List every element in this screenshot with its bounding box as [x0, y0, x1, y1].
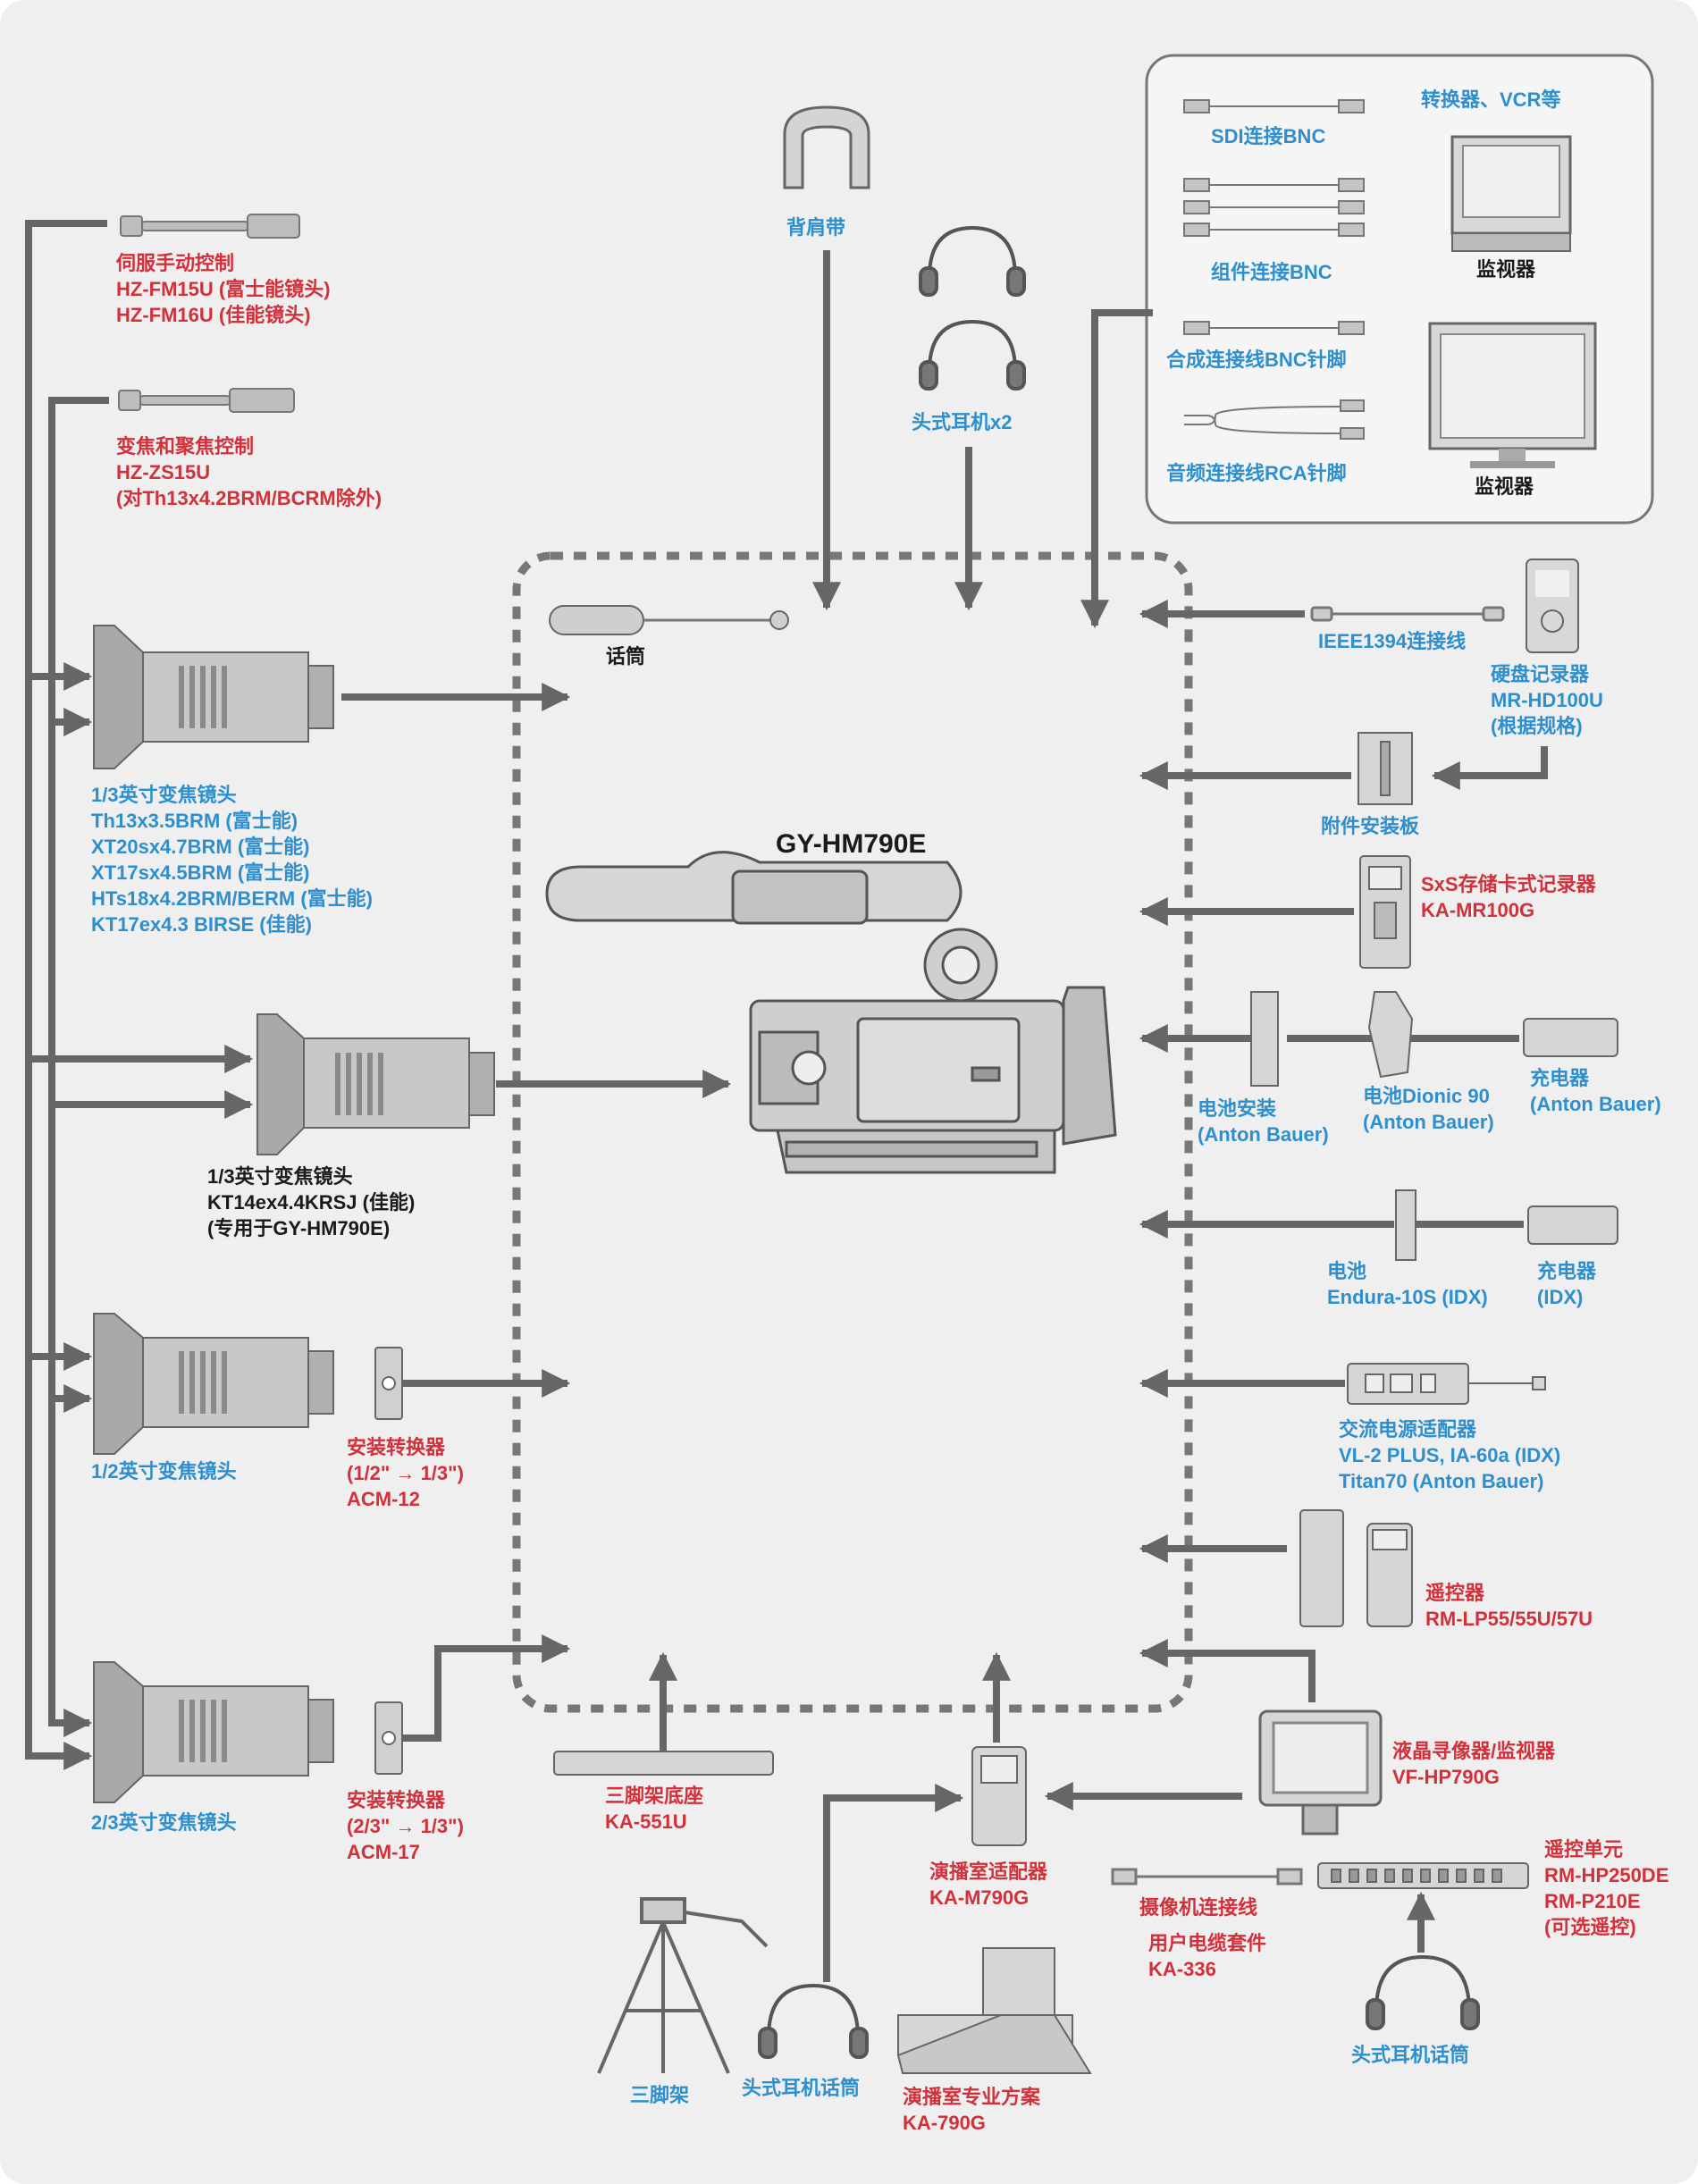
- shoulder-pad-label: 背肩带: [786, 216, 846, 239]
- lens-1-3-canon-icon: [256, 1013, 495, 1155]
- adapter-2-3-icon: [374, 1701, 403, 1775]
- ac-adapter-label: 交流电源适配器 VL-2 PLUS, IA-60a (IDX) Titan70 …: [1339, 1418, 1561, 1493]
- camera-cable-icon: [1111, 1868, 1303, 1886]
- remote-control-label: 遥控器 RM-LP55/55U/57U: [1425, 1582, 1593, 1631]
- charger-idx-icon: [1527, 1205, 1618, 1245]
- zoom-focus-control-label: 变焦和聚焦控制 HZ-ZS15U (对Th13x4.2BRM/BCRM除外): [116, 435, 382, 510]
- camera-model-title: GY-HM790E: [776, 829, 927, 859]
- tripod-adapter-icon: [553, 1751, 774, 1776]
- monitor-1-label: 监视器: [1476, 258, 1536, 281]
- headphone-icon-2: [919, 319, 1026, 391]
- lens-1-2-icon: [93, 1313, 334, 1455]
- bracket-label: 附件安装板: [1321, 815, 1420, 837]
- charger-idx-label: 充电器 (IDX): [1537, 1260, 1597, 1309]
- sdi-cable-label: SDI连接BNC: [1211, 125, 1326, 147]
- headset-to-studio-adapter: [823, 1784, 964, 1982]
- studio-kit-icon: [896, 1947, 1092, 2074]
- zoom-cable-icon: [118, 388, 295, 413]
- microphone-label: 话筒: [606, 645, 646, 668]
- headset-mic-label: 头式耳机话筒: [742, 2077, 861, 2099]
- hdd-recorder-label: 硬盘记录器 MR-HD100U (根据规格): [1491, 663, 1603, 738]
- headset-icon-bottom: [758, 1983, 869, 2059]
- headphones-label: 头式耳机x2: [912, 411, 1013, 433]
- component-cable-label: 组件连接BNC: [1211, 261, 1332, 283]
- battery-idx-label: 电池 Endura-10S (IDX): [1327, 1260, 1488, 1309]
- headphone-icon-1: [919, 225, 1026, 297]
- lens-2-3-label: 2/3英寸变焦镜头: [91, 1811, 237, 1834]
- battery-dionic-label: 电池Dionic 90 (Anton Bauer): [1363, 1085, 1494, 1134]
- studio-adapter-label: 演播室适配器 KA-M790G: [929, 1861, 1048, 1910]
- headset-icon-right: [1366, 1954, 1480, 2030]
- ieee-cable-icon: [1310, 606, 1505, 622]
- shoulder-pad-icon: [783, 105, 870, 189]
- remote-unit-label: 遥控单元 RM-HP250DE RM-P210E (可选遥控): [1544, 1838, 1669, 1939]
- sxs-recorder-icon: [1359, 855, 1411, 969]
- output-box-title: 转换器、VCR等: [1421, 88, 1561, 111]
- sxs-recorder-label: SxS存储卡式记录器 KA-MR100G: [1421, 873, 1596, 922]
- lens-1-2-label: 1/2英寸变焦镜头: [91, 1460, 237, 1483]
- hdd-to-bracket: [1431, 746, 1548, 790]
- monitor-2-label: 监视器: [1475, 475, 1534, 498]
- monitor-icon-2: [1428, 322, 1597, 468]
- audio-cable-label: 音频连接线RCA针脚: [1166, 462, 1347, 484]
- lens-2-3-icon: [93, 1661, 334, 1803]
- battery-mount-label: 电池安装 (Anton Bauer): [1198, 1097, 1329, 1147]
- microphone-icon: [549, 605, 789, 635]
- tripod-label: 三脚架: [630, 2084, 690, 2106]
- cable-kit-label: 用户电缆套件 KA-336: [1148, 1932, 1267, 1981]
- servo-control-label: 伺服手动控制 HZ-FM15U (富士能镜头) HZ-FM16U (佳能镜头): [116, 252, 331, 327]
- battery-dionic-icon: [1367, 991, 1414, 1079]
- ac-adapter-icon: [1347, 1363, 1546, 1405]
- composite-cable-label: 合成连接线BNC针脚: [1166, 349, 1347, 371]
- tripod-icon: [597, 1897, 769, 2074]
- lens-1-3-canon-label: 1/3英寸变焦镜头 KT14ex4.4KRSJ (佳能) (专用于GY-HM79…: [207, 1165, 416, 1240]
- headset-mic-2-label: 头式耳机话筒: [1351, 2044, 1470, 2066]
- connection-lines: [25, 220, 1548, 1982]
- adapter-2-3-label: 安装转换器 (2/3" → 1/3") ACM-17: [347, 1789, 464, 1864]
- lens-1-3-icon: [93, 625, 334, 769]
- bus-line-outer: [25, 220, 107, 1770]
- monitor-icon-1: [1450, 135, 1572, 252]
- adapter-1-2-label: 安装转换器 (1/2" → 1/3") ACM-12: [347, 1436, 464, 1511]
- viewfinder-icon: [1258, 1709, 1383, 1835]
- tripod-adapter-label: 三脚架底座 KA-551U: [605, 1785, 704, 1834]
- hdd-recorder-icon: [1526, 559, 1579, 653]
- camera-cable-label: 摄像机连接线: [1139, 1896, 1258, 1919]
- output-cable-icons: [1183, 99, 1365, 440]
- ieee-cable-label: IEEE1394连接线: [1318, 630, 1467, 652]
- remote-unit-icon: [1317, 1862, 1529, 1889]
- charger-ab-icon: [1523, 1018, 1618, 1057]
- camera-body-icon: [545, 851, 1117, 1174]
- lens-1-3-label: 1/3英寸变焦镜头 Th13x3.5BRM (富士能) XT20sx4.7BRM…: [91, 784, 373, 937]
- charger-ab-label: 充电器 (Anton Bauer): [1530, 1067, 1661, 1116]
- viewfinder-label: 液晶寻像器/监视器 VF-HP790G: [1392, 1740, 1556, 1789]
- camera-boundary: [512, 551, 1193, 1713]
- battery-mount-ab-icon: [1250, 991, 1279, 1087]
- servo-cable-icon: [120, 214, 300, 239]
- studio-kit-label: 演播室专业方案 KA-790G: [903, 2086, 1041, 2135]
- adapter23-to-camera: [402, 1634, 571, 1742]
- outputs-to-camera: [1080, 309, 1153, 629]
- studio-adapter-icon: [971, 1746, 1027, 1846]
- vf-to-camera: [1139, 1639, 1316, 1702]
- remote-control-icon: [1299, 1509, 1413, 1627]
- adapter-1-2-icon: [374, 1347, 403, 1420]
- bracket-icon: [1358, 732, 1413, 805]
- battery-idx-icon: [1395, 1189, 1416, 1261]
